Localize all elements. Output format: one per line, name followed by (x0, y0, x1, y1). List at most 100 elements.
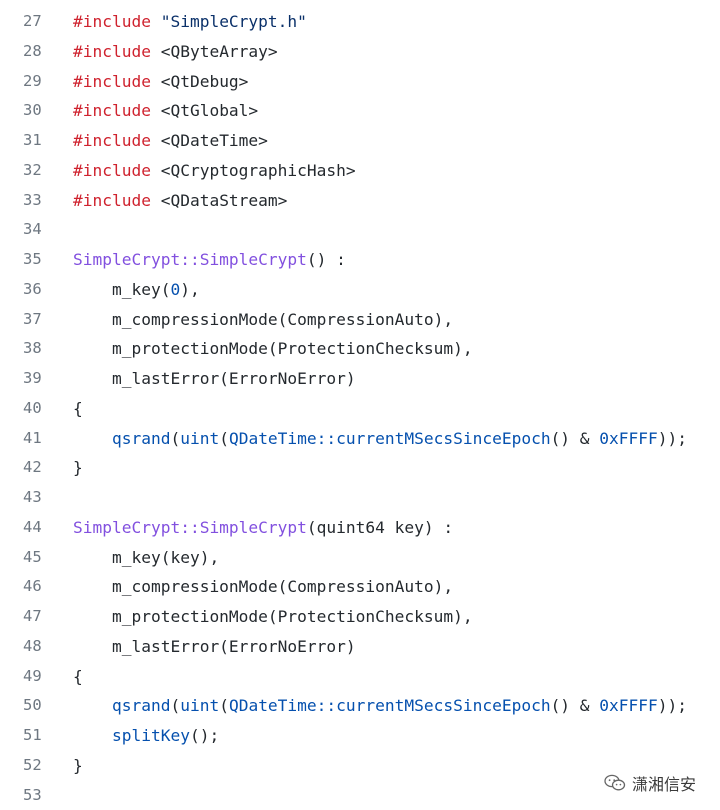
code-line: 38 m_protectionMode(ProtectionChecksum), (0, 334, 720, 364)
code-token: #include (73, 72, 151, 91)
code-token: )); (658, 696, 687, 715)
code-token: <QtDebug> (151, 72, 248, 91)
code-token: m_key(key), (73, 548, 219, 567)
line-source: qsrand(uint(QDateTime::currentMSecsSince… (73, 691, 687, 721)
line-number: 48 (23, 632, 53, 662)
code-line: 36 m_key(0), (0, 275, 720, 305)
line-source: #include <QtDebug> (73, 67, 248, 97)
line-source: #include <QDataStream> (73, 186, 287, 216)
code-line: 45 m_key(key), (0, 543, 720, 573)
code-line: 32 #include <QCryptographicHash> (0, 156, 720, 186)
line-source: m_protectionMode(ProtectionChecksum), (73, 334, 473, 364)
watermark-text: 潇湘信安 (632, 771, 696, 795)
code-token: () : (307, 250, 346, 269)
code-token: #include (73, 131, 151, 150)
code-token: "SimpleCrypt.h" (151, 12, 307, 31)
code-token: { (73, 667, 83, 686)
code-token: (); (190, 726, 219, 745)
code-token: ), (180, 280, 200, 299)
code-token: <QByteArray> (151, 42, 278, 61)
line-source: #include <QCryptographicHash> (73, 156, 356, 186)
line-number: 27 (23, 7, 53, 37)
line-number: 38 (23, 334, 53, 364)
line-number: 28 (23, 37, 53, 67)
code-token: qsrand (112, 429, 170, 448)
code-token: 0xFFFF (599, 429, 657, 448)
code-token: <QDataStream> (151, 191, 287, 210)
code-token: #include (73, 42, 151, 61)
line-number: 33 (23, 186, 53, 216)
code-token: m_protectionMode(ProtectionChecksum), (73, 607, 473, 626)
watermark: 潇湘信安 (604, 771, 696, 795)
code-token: m_lastError(ErrorNoError) (73, 369, 356, 388)
code-token: SimpleCrypt::SimpleCrypt (73, 250, 307, 269)
code-token: } (73, 458, 83, 477)
code-token: { (73, 399, 83, 418)
code-token: m_compressionMode(CompressionAuto), (73, 577, 453, 596)
code-line: 31#include <QDateTime> (0, 126, 720, 156)
code-line: 30 #include <QtGlobal> (0, 96, 720, 126)
code-token: m_compressionMode(CompressionAuto), (73, 310, 453, 329)
line-source: m_lastError(ErrorNoError) (73, 364, 356, 394)
line-number: 42 (23, 453, 53, 483)
line-source: #include <QByteArray> (73, 37, 278, 67)
line-number: 46 (23, 572, 53, 602)
line-source: #include <QtGlobal> (73, 96, 258, 126)
line-source: m_key(key), (73, 543, 219, 573)
line-number: 39 (23, 364, 53, 394)
code-token: )); (658, 429, 687, 448)
line-number: 41 (23, 424, 53, 454)
line-number: 29 (23, 67, 53, 97)
code-line: 40 { (0, 394, 720, 424)
line-number: 44 (23, 513, 53, 543)
code-token: } (73, 756, 83, 775)
code-line: 50 qsrand(uint(QDateTime::currentMSecsSi… (0, 691, 720, 721)
code-line: 51 splitKey(); (0, 721, 720, 751)
line-source: SimpleCrypt::SimpleCrypt() : (73, 245, 346, 275)
line-number: 47 (23, 602, 53, 632)
code-token: qsrand (112, 696, 170, 715)
line-number: 34 (23, 215, 53, 245)
code-token: #include (73, 161, 151, 180)
code-token (73, 429, 112, 448)
code-line: 28 #include <QByteArray> (0, 37, 720, 67)
line-number: 50 (23, 691, 53, 721)
code-token: #include (73, 101, 151, 120)
line-number: 40 (23, 394, 53, 424)
line-source: m_key(0), (73, 275, 200, 305)
code-line: 49 { (0, 662, 720, 692)
code-line: 39 m_lastError(ErrorNoError) (0, 364, 720, 394)
code-token: ( (170, 429, 180, 448)
line-number: 51 (23, 721, 53, 751)
code-token: #include (73, 12, 151, 31)
code-line: 33 #include <QDataStream> (0, 186, 720, 216)
code-token: ( (219, 696, 229, 715)
code-token (73, 696, 112, 715)
line-number: 37 (23, 305, 53, 335)
line-source: m_compressionMode(CompressionAuto), (73, 305, 453, 335)
line-source: } (73, 751, 83, 781)
code-token: () & (551, 429, 600, 448)
line-source: #include "SimpleCrypt.h" (73, 7, 307, 37)
code-token: m_key( (73, 280, 170, 299)
code-token: () & (551, 696, 600, 715)
code-token: splitKey (112, 726, 190, 745)
line-number: 32 (23, 156, 53, 186)
line-source: splitKey(); (73, 721, 219, 751)
line-source: #include <QDateTime> (73, 126, 268, 156)
code-line: 34 (0, 215, 720, 245)
line-number: 49 (23, 662, 53, 692)
line-source: m_lastError(ErrorNoError) (73, 632, 356, 662)
line-number: 43 (23, 483, 53, 513)
code-token: uint (180, 696, 219, 715)
line-source: { (73, 394, 83, 424)
code-token: (quint64 key) : (307, 518, 453, 537)
line-number: 36 (23, 275, 53, 305)
line-number: 53 (23, 781, 53, 810)
line-number: 30 (23, 96, 53, 126)
code-token: uint (180, 429, 219, 448)
code-token: ( (219, 429, 229, 448)
line-source: } (73, 453, 83, 483)
